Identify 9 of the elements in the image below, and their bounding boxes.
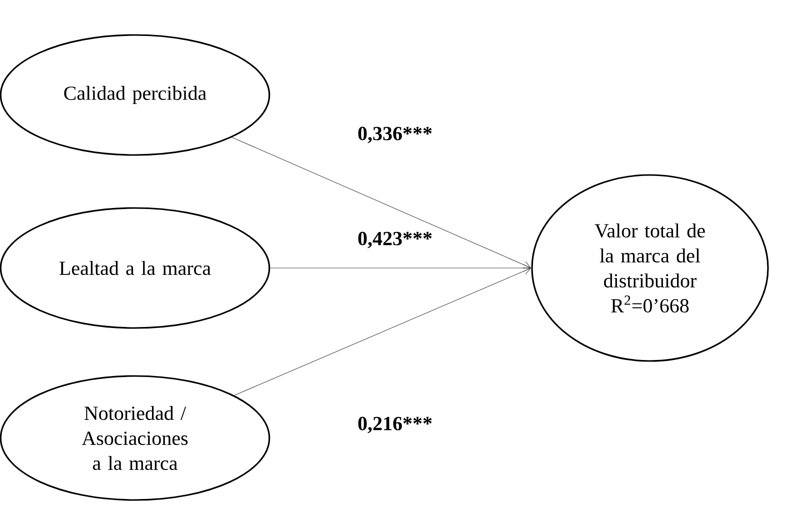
arrow [232, 137, 532, 268]
ellipse-node: Valor total de la marca del distribuidor R$^{2}$=0’668 [531, 174, 769, 362]
edge-label: 0,423*** [356, 230, 434, 250]
ellipse-node: Notoriedad / Asociaciones a la marca [0, 375, 270, 501]
ellipse-node: Calidad percibida [0, 34, 270, 156]
arrow [234, 268, 532, 396]
edge-label: 0,336*** [356, 126, 434, 144]
edge-label: 0,216*** [356, 416, 434, 434]
ellipse-node: Lealtad a la marca [0, 207, 270, 329]
